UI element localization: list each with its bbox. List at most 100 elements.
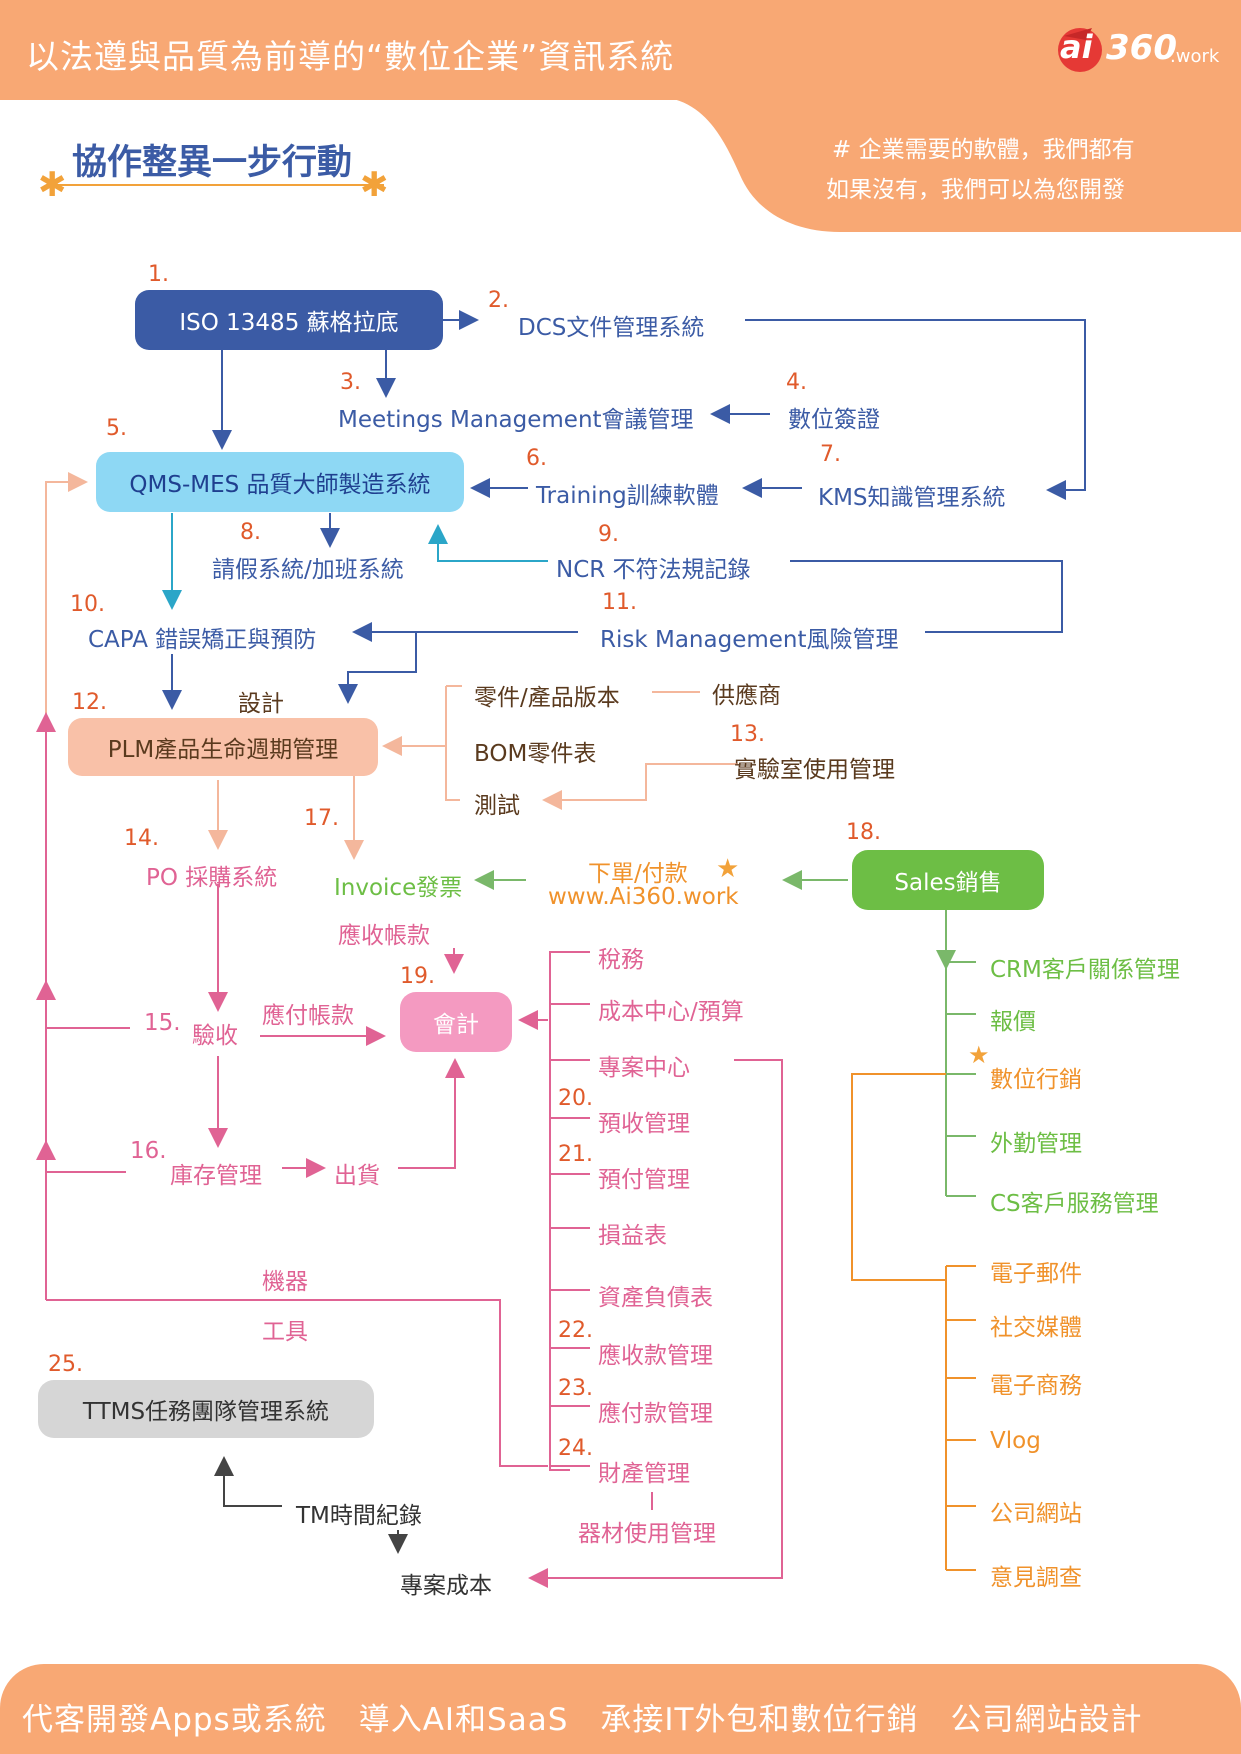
node-sales[interactable]: Sales銷售 [852,850,1044,910]
label-supplier: 供應商 [712,683,781,709]
star-icon: ✱ [38,165,67,205]
node-label: ISO 13485 蘇格拉底 [179,310,399,336]
node-advance-payment[interactable]: 預付管理 [598,1167,690,1193]
node-risk[interactable]: Risk Management風險管理 [600,627,899,653]
label-income-statement: 損益表 [598,1223,667,1249]
sales-item-cs[interactable]: CS客戶服務管理 [990,1191,1159,1217]
node-23-number: 23. [558,1376,593,1401]
node-ttms[interactable]: TTMS任務團隊管理系統 [38,1380,374,1438]
marketing-item-email[interactable]: 電子郵件 [990,1261,1082,1287]
sales-item-digital-marketing[interactable]: 數位行銷 [990,1067,1082,1093]
node-accounting[interactable]: 會計 [400,992,512,1052]
label-website[interactable]: www.Ai360.work [548,884,739,910]
footer-text: 代客開發Apps或系統 導入AI和SaaS 承接IT外包和數位行銷 公司網站設計 [22,1702,1143,1738]
node-acceptance[interactable]: 驗收 [192,1023,238,1049]
node-12-number: 12. [72,690,107,715]
node-6-number: 6. [526,446,547,471]
logo-ai: ai [1060,28,1093,66]
label-design: 設計 [238,691,284,717]
marketing-item-vlog[interactable]: Vlog [990,1428,1041,1454]
logo-icon [1058,28,1102,72]
node-invoice[interactable]: Invoice發票 [334,875,463,901]
node-9-number: 9. [598,522,619,547]
header-curve [0,96,1241,232]
logo-360: 360 [1106,28,1177,68]
node-8-number: 8. [240,520,261,545]
header-band [0,0,1241,100]
label-parts-version: 零件/產品版本 [474,685,620,711]
label-cost-center: 成本中心/預算 [598,999,744,1025]
section-underline [48,184,384,186]
node-21-number: 21. [558,1142,593,1167]
node-po[interactable]: PO 採購系統 [146,865,278,891]
label-test: 測試 [474,793,520,819]
label-tax: 稅務 [598,947,644,973]
node-ncr[interactable]: NCR 不符法規記錄 [556,557,751,583]
logo-suffix: .work [1170,46,1220,67]
node-advance-receipt[interactable]: 預收管理 [598,1111,690,1137]
star-icon: ✱ [360,165,389,205]
node-2-number: 2. [488,288,509,313]
node-label: 會計 [433,1012,479,1038]
page-title: 以法遵與品質為前導的“數位企業”資訊系統 [26,37,675,76]
node-label: QMS-MES 品質大師製造系統 [129,472,431,498]
node-25-number: 25. [48,1352,83,1377]
label-balance-sheet: 資產負債表 [598,1285,713,1311]
node-dcs[interactable]: DCS文件管理系統 [518,315,705,341]
marketing-item-survey[interactable]: 意見調查 [990,1565,1082,1591]
sales-item-crm[interactable]: CRM客戶關係管理 [990,957,1180,983]
node-20-number: 20. [558,1086,593,1111]
node-inventory[interactable]: 庫存管理 [170,1163,262,1189]
sales-item-quote[interactable]: 報價 [990,1009,1036,1035]
label-payable: 應付帳款 [262,1003,354,1029]
node-plm[interactable]: PLM產品生命週期管理 [68,718,378,776]
marketing-item-ecommerce[interactable]: 電子商務 [990,1373,1082,1399]
node-13-number: 13. [730,722,765,747]
node-leave-overtime[interactable]: 請假系統/加班系統 [212,557,404,583]
node-3-number: 3. [340,370,361,395]
node-qms-mes[interactable]: QMS-MES 品質大師製造系統 [96,452,464,512]
label-receivable: 應收帳款 [338,923,430,949]
node-meetings[interactable]: Meetings Management會議管理 [338,407,694,433]
node-10-number: 10. [70,592,105,617]
label-tm-time: TM時間紀錄 [296,1503,422,1529]
node-training[interactable]: Training訓練軟體 [536,483,719,509]
node-capa[interactable]: CAPA 錯誤矯正與預防 [88,627,317,653]
node-label: PLM產品生命週期管理 [107,737,339,763]
node-iso-13485[interactable]: ISO 13485 蘇格拉底 [135,290,443,350]
node-22-number: 22. [558,1318,593,1343]
marketing-item-website[interactable]: 公司網站 [990,1501,1082,1527]
node-11-number: 11. [602,590,637,615]
node-asset-mgmt[interactable]: 財產管理 [598,1461,690,1487]
label-equipment-use: 器材使用管理 [578,1521,716,1547]
node-ar-mgmt[interactable]: 應收款管理 [598,1343,713,1369]
node-14-number: 14. [124,826,159,851]
label-tool: 工具 [262,1319,308,1345]
label-project-center: 專案中心 [598,1055,690,1081]
node-1-number: 1. [148,262,169,287]
node-19-number: 19. [400,964,435,989]
node-label: Sales銷售 [894,870,1002,896]
node-16-number: 16. [130,1138,167,1164]
node-24-number: 24. [558,1436,593,1461]
node-kms[interactable]: KMS知識管理系統 [818,485,1006,511]
node-label: TTMS任務團隊管理系統 [82,1399,330,1425]
node-lab[interactable]: 實驗室使用管理 [734,757,895,783]
node-5-number: 5. [106,416,127,441]
label-project-cost: 專案成本 [400,1573,492,1599]
label-machine: 機器 [262,1269,308,1295]
node-4-number: 4. [786,370,807,395]
footer-band [0,1664,1241,1754]
label-bom: BOM零件表 [474,741,597,767]
label-order-pay: 下單/付款 [588,861,688,887]
node-ap-mgmt[interactable]: 應付款管理 [598,1401,713,1427]
star-icon: ★ [716,854,740,884]
sales-item-field[interactable]: 外勤管理 [990,1131,1082,1157]
section-title: 協作整異一步行動 [72,143,353,183]
marketing-item-social[interactable]: 社交媒體 [990,1315,1082,1341]
node-digital-sign[interactable]: 數位簽證 [788,407,880,433]
node-18-number: 18. [846,820,881,845]
node-17-number: 17. [304,806,339,831]
node-15-number: 15. [144,1010,181,1036]
